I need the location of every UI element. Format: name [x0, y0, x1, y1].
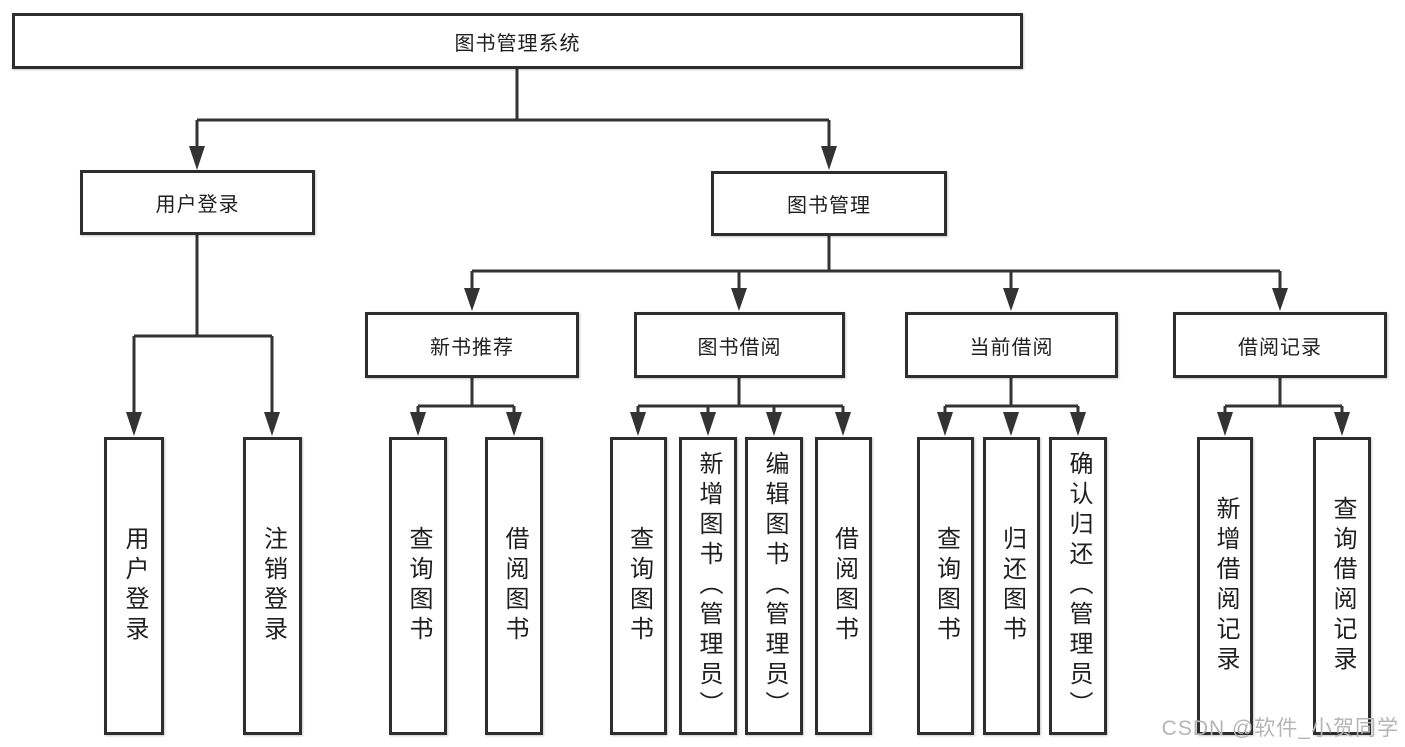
node-leaf-query-books-recommend: 查询图书 — [389, 437, 447, 735]
node-leaf-borrow-books-recommend: 借阅图书 — [485, 437, 543, 735]
node-book-management: 图书管理 — [711, 171, 947, 236]
node-current-borrowing: 当前借阅 — [905, 312, 1118, 378]
node-leaf-add-borrow-record: 新增借阅记录 — [1197, 437, 1253, 735]
node-borrowing-records: 借阅记录 — [1173, 312, 1387, 378]
node-leaf-edit-books-admin: 编辑图书（管理员） — [745, 437, 803, 735]
node-leaf-add-books-admin: 新增图书（管理员） — [679, 437, 737, 735]
node-root-system: 图书管理系统 — [12, 13, 1023, 69]
csdn-watermark: CSDN @软件_小贺同学 — [1161, 717, 1399, 740]
node-user-login: 用户登录 — [80, 170, 315, 235]
node-book-borrowing: 图书借阅 — [634, 312, 845, 378]
node-leaf-query-books-borrowing: 查询图书 — [610, 437, 667, 735]
node-leaf-query-books-current: 查询图书 — [917, 437, 974, 735]
node-leaf-return-books: 归还图书 — [983, 437, 1040, 735]
node-leaf-query-borrow-record: 查询借阅记录 — [1313, 437, 1371, 735]
node-leaf-confirm-return-admin: 确认归还（管理员） — [1049, 437, 1107, 735]
node-leaf-user-login: 用户登录 — [104, 437, 164, 735]
node-new-book-recommendation: 新书推荐 — [365, 312, 579, 378]
node-leaf-logout: 注销登录 — [243, 437, 302, 735]
node-leaf-borrow-books: 借阅图书 — [815, 437, 872, 735]
